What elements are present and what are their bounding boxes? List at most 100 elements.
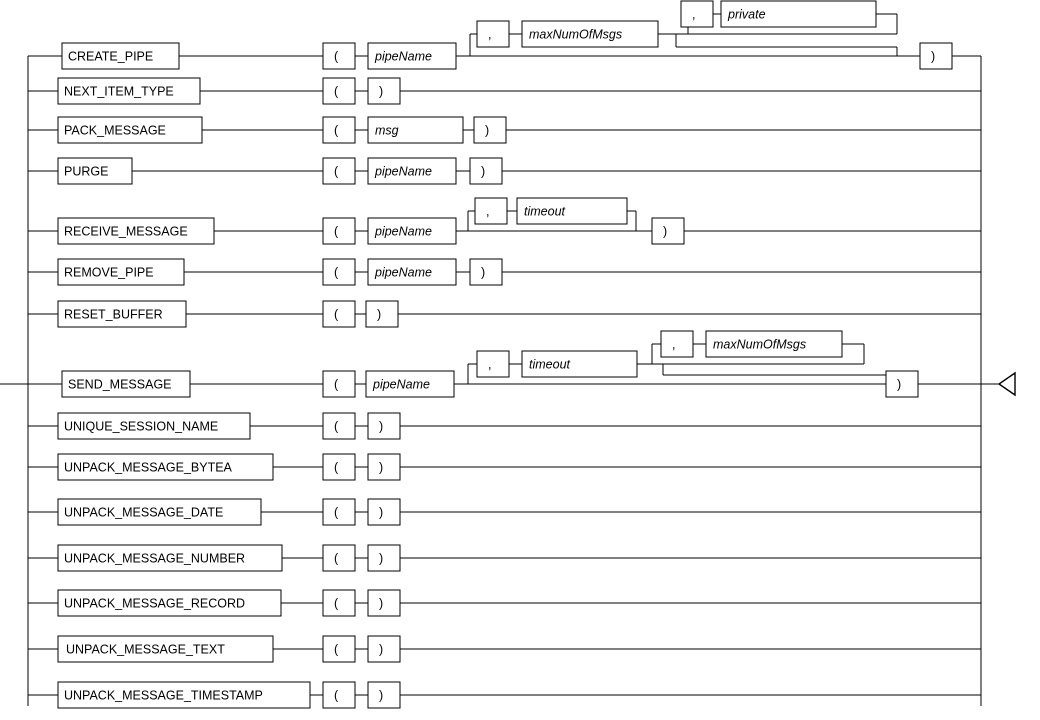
open-paren-label: (: [334, 688, 339, 702]
keyword-box-send-message[interactable]: [61, 370, 191, 398]
keyword-label-send-message: SEND_MESSAGE: [68, 377, 172, 391]
open-paren-label: (: [334, 419, 339, 433]
close-paren-box-remove-pipe: [469, 258, 503, 286]
keyword-label-next-item-type: NEXT_ITEM_TYPE: [64, 84, 174, 98]
keyword-box-unpack-message-date[interactable]: [57, 498, 262, 526]
arg-label-pipename: pipeName: [374, 164, 432, 178]
open-paren-box-unpack-message-date: [322, 498, 356, 526]
keyword-box-pack-message[interactable]: [57, 116, 203, 144]
keyword-label-unpack-message-date: UNPACK_MESSAGE_DATE: [64, 505, 223, 519]
row-unpack-message-record: UNPACK_MESSAGE_RECORD ( ): [28, 589, 981, 617]
keyword-box-unpack-message-bytea[interactable]: [57, 453, 274, 481]
open-paren-box-purge: [322, 157, 356, 185]
keyword-box-unpack-message-record[interactable]: [57, 589, 282, 617]
close-paren-box-unpack-message-number: [367, 544, 401, 572]
row-reset-buffer: RESET_BUFFER ( ): [28, 300, 981, 328]
arg-label-pipename: pipeName: [372, 377, 430, 391]
close-paren-label: ): [379, 419, 383, 433]
arg-label-timeout: timeout: [529, 357, 571, 371]
row-create-pipe: CREATE_PIPE ( pipeName , maxNumOfMsgs , …: [28, 0, 981, 70]
close-paren-box-pack-message: [473, 116, 507, 144]
keyword-box-remove-pipe[interactable]: [57, 258, 185, 286]
keyword-box-create-pipe[interactable]: [61, 42, 180, 70]
arg-label-pipename: pipeName: [374, 224, 432, 238]
open-paren-label: (: [334, 377, 339, 391]
comma-label-2: ,: [672, 337, 675, 351]
keyword-label-unpack-message-number: UNPACK_MESSAGE_NUMBER: [64, 551, 245, 565]
arg-box-timeout-receive-message: [516, 197, 628, 225]
close-paren-box-receive-message: [651, 217, 685, 245]
arg-label-msg: msg: [375, 123, 399, 137]
arg-box-pipename-purge: [367, 157, 457, 185]
arg-label-timeout: timeout: [524, 204, 566, 218]
keyword-label-unpack-message-bytea: UNPACK_MESSAGE_BYTEA: [64, 460, 233, 474]
arg-label-pipename: pipeName: [374, 49, 432, 63]
close-paren-label: ): [897, 377, 901, 391]
comma-label-2: ,: [692, 7, 695, 21]
close-paren-box-unpack-message-text: [367, 635, 401, 663]
arg-label-maxnumofmsgs: maxNumOfMsgs: [713, 337, 806, 351]
close-paren-box-unique-session-name: [367, 412, 401, 440]
row-unpack-message-number: UNPACK_MESSAGE_NUMBER ( ): [28, 544, 981, 572]
open-paren-box-create-pipe: [322, 42, 356, 70]
row-unpack-message-bytea: UNPACK_MESSAGE_BYTEA ( ): [28, 453, 981, 481]
open-paren-label: (: [334, 164, 339, 178]
close-paren-label: ): [663, 224, 667, 238]
keyword-label-reset-buffer: RESET_BUFFER: [64, 307, 163, 321]
row-pack-message: PACK_MESSAGE ( msg ): [28, 116, 981, 144]
keyword-box-unpack-message-timestamp[interactable]: [57, 681, 311, 709]
comma-box-create-pipe-2: [680, 0, 714, 28]
open-paren-label: (: [334, 596, 339, 610]
keyword-box-unpack-message-number[interactable]: [57, 544, 283, 572]
open-paren-label: (: [334, 642, 339, 656]
row-unpack-message-date: UNPACK_MESSAGE_DATE ( ): [28, 498, 981, 526]
keyword-label-unpack-message-record: UNPACK_MESSAGE_RECORD: [64, 596, 245, 610]
close-paren-box-unpack-message-record: [367, 589, 401, 617]
arg-label-pipename: pipeName: [374, 265, 432, 279]
open-paren-box-unpack-message-timestamp: [322, 681, 356, 709]
keyword-box-receive-message[interactable]: [57, 217, 215, 245]
comma-label: ,: [488, 357, 491, 371]
arg-box-pipename-receive-message: [367, 217, 457, 245]
arg-label-maxnumofmsgs: maxNumOfMsgs: [529, 27, 622, 41]
open-paren-box-pack-message: [322, 116, 356, 144]
keyword-label-unique-session-name: UNIQUE_SESSION_NAME: [64, 419, 218, 433]
close-paren-label: ): [481, 265, 485, 279]
close-paren-label: ): [379, 642, 383, 656]
keyword-box-next-item-type[interactable]: [57, 77, 201, 105]
close-paren-label: ): [379, 688, 383, 702]
open-paren-label: (: [334, 505, 339, 519]
row-unpack-message-text: UNPACK_MESSAGE_TEXT ( ): [28, 635, 981, 663]
keyword-box-unique-session-name[interactable]: [57, 412, 251, 440]
close-paren-label: ): [481, 164, 485, 178]
close-paren-label: ): [379, 460, 383, 474]
row-unique-session-name: UNIQUE_SESSION_NAME ( ): [28, 412, 981, 440]
arg-box-timeout-send-message: [521, 350, 638, 378]
close-paren-box-create-pipe: [919, 42, 953, 70]
arg-box-pipename-send-message: [365, 370, 455, 398]
row-send-message: SEND_MESSAGE ( pipeName , timeout , maxN…: [28, 330, 981, 398]
comma-box-send-message-2: [660, 330, 694, 358]
open-paren-box-remove-pipe: [322, 258, 356, 286]
open-paren-label: (: [334, 123, 339, 137]
arg-box-pipename-remove-pipe: [367, 258, 457, 286]
keyword-label-purge: PURGE: [64, 164, 108, 178]
open-paren-label: (: [334, 307, 339, 321]
row-remove-pipe: REMOVE_PIPE ( pipeName ): [28, 258, 981, 286]
arg-label-private: private: [727, 7, 766, 21]
open-paren-box-unpack-message-bytea: [322, 453, 356, 481]
row-receive-message: RECEIVE_MESSAGE ( pipeName , timeout ): [28, 197, 981, 245]
keyword-box-reset-buffer[interactable]: [57, 300, 187, 328]
keyword-label-remove-pipe: REMOVE_PIPE: [64, 265, 154, 279]
close-paren-box-send-message: [885, 370, 919, 398]
open-paren-box-unpack-message-text: [322, 635, 356, 663]
open-paren-label: (: [334, 460, 339, 474]
close-paren-label: ): [379, 551, 383, 565]
keyword-label-unpack-message-timestamp: UNPACK_MESSAGE_TIMESTAMP: [64, 688, 263, 702]
close-paren-box-next-item-type: [367, 77, 401, 105]
open-paren-box-reset-buffer: [322, 300, 356, 328]
comma-label: ,: [486, 204, 489, 218]
keyword-label-create-pipe: CREATE_PIPE: [68, 49, 153, 63]
